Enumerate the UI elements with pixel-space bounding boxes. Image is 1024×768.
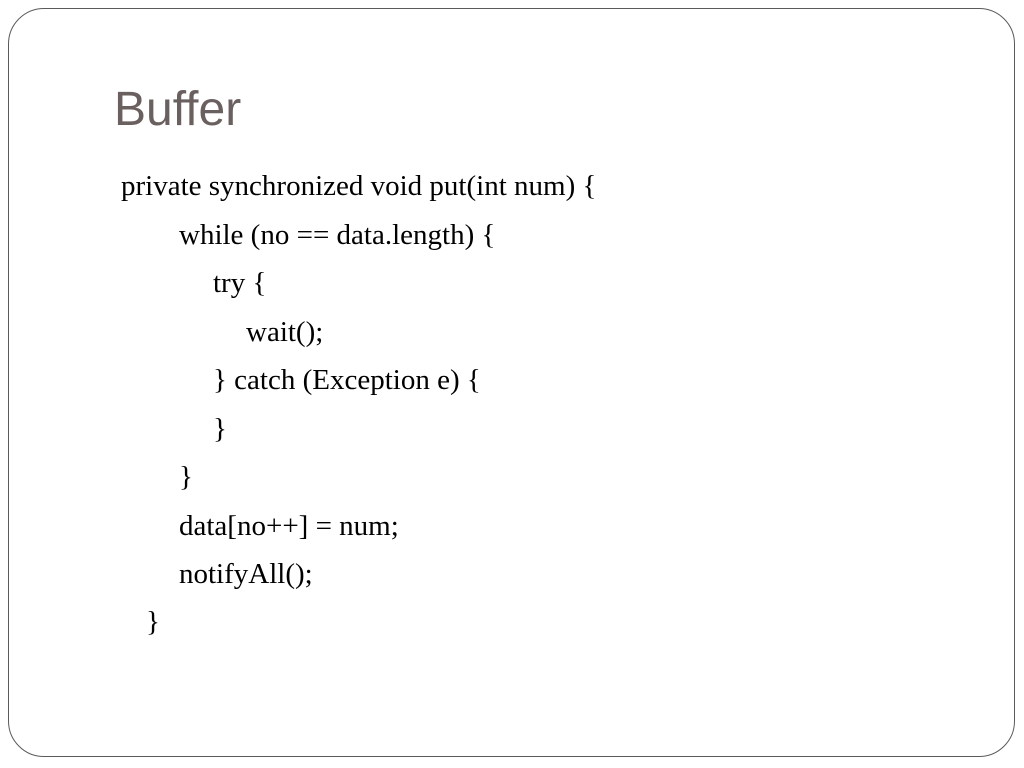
slide-frame bbox=[8, 8, 1015, 757]
code-line: } bbox=[213, 413, 227, 445]
code-line: } catch (Exception e) { bbox=[213, 364, 481, 396]
code-line: } bbox=[146, 606, 160, 638]
code-line: notifyAll(); bbox=[179, 558, 313, 590]
code-line: try { bbox=[213, 267, 267, 299]
code-line: private synchronized void put(int num) { bbox=[121, 170, 597, 202]
code-line: wait(); bbox=[246, 316, 324, 348]
code-line: } bbox=[179, 461, 193, 493]
slide-title: Buffer bbox=[114, 83, 242, 136]
code-line: while (no == data.length) { bbox=[179, 219, 496, 251]
code-line: data[no++] = num; bbox=[179, 510, 399, 542]
